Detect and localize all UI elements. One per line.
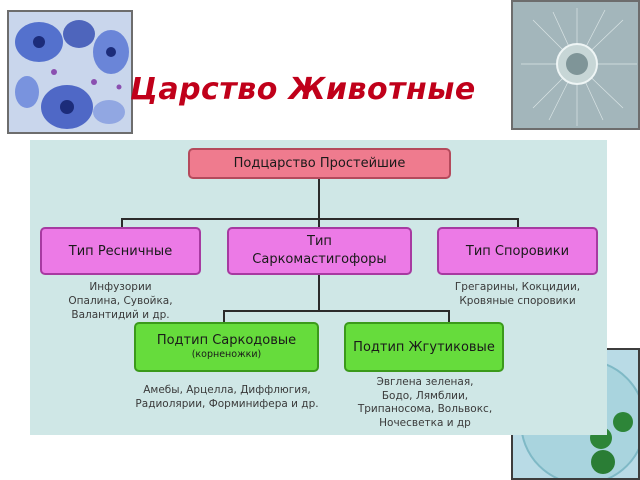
- type-ciliates-box: Тип Ресничные: [40, 227, 201, 275]
- type-sarcomastigophora-line2: Саркомастигофоры: [252, 252, 387, 267]
- connector-types-horizontal: [121, 218, 519, 220]
- ciliates-examples: Инфузории Опалина, Сувойка, Валантидий и…: [40, 280, 201, 322]
- connector-subtype1-drop: [223, 310, 225, 322]
- ciliates-example-line: Опалина, Сувойка,: [68, 295, 173, 307]
- connector-root-down: [318, 178, 320, 218]
- radiolarian-photo: [511, 0, 640, 130]
- subtype-sarcodina-label: Подтип Саркодовые: [156, 333, 297, 348]
- connector-subtypes-horizontal: [223, 310, 450, 312]
- connector-type2-down: [318, 275, 320, 310]
- stained-protozoa-image: [9, 12, 131, 132]
- subtype-flagellates-label: Подтип Жгутиковые: [353, 339, 495, 355]
- connector-type2-drop: [318, 218, 320, 228]
- type-sarcomastigophora-box: Тип Саркомастигофоры: [227, 227, 412, 275]
- stained-protozoa-photo: [7, 10, 133, 134]
- flagellates-example-line: Эвглена зеленая,: [376, 376, 474, 388]
- page-title: Царство Животные: [130, 72, 476, 107]
- type-sporozoa-label: Тип Споровики: [465, 243, 570, 259]
- connector-subtype2-drop: [448, 310, 450, 322]
- root-box: Подцарство Простейшие: [188, 148, 451, 179]
- sporozoa-examples: Грегарины, Кокцидии, Кровяные споровики: [437, 280, 598, 308]
- flagellates-example-line: Трипаносома, Вольвокс,: [357, 403, 493, 415]
- type-ciliates-label: Тип Ресничные: [68, 243, 173, 259]
- subtype-sarcodina-sublabel: (корненожки): [191, 349, 262, 360]
- type-sporozoa-box: Тип Споровики: [437, 227, 598, 275]
- type-sarcomastigophora-line1: Тип: [307, 234, 332, 249]
- sarcodina-example-line: Радиолярии, Форминифера и др.: [135, 398, 319, 410]
- sporozoa-example-line: Грегарины, Кокцидии,: [454, 281, 581, 293]
- root-label: Подцарство Простейшие: [233, 156, 406, 171]
- radiolarian-image: [513, 2, 638, 128]
- ciliates-example-line: Инфузории: [89, 281, 152, 293]
- ciliates-example-line: Валантидий и др.: [71, 309, 170, 321]
- sporozoa-example-line: Кровяные споровики: [459, 295, 576, 307]
- subtype-sarcodina-box: Подтип Саркодовые (корненожки): [134, 322, 319, 372]
- classification-diagram: Подцарство Простейшие Тип Ресничные Тип …: [30, 140, 607, 435]
- connector-type1-drop: [121, 218, 123, 228]
- sarcodina-example-line: Амебы, Арцелла, Диффлюгия,: [143, 384, 311, 396]
- subtype-flagellates-box: Подтип Жгутиковые: [344, 322, 504, 372]
- flagellates-example-line: Ночесветка и др: [379, 416, 471, 429]
- sarcodina-examples: Амебы, Арцелла, Диффлюгия, Радиолярии, Ф…: [122, 383, 332, 411]
- connector-type3-drop: [517, 218, 519, 228]
- flagellates-example-line: Бодо, Лямблии,: [381, 389, 469, 402]
- flagellates-examples: Эвглена зеленая, Бодо, Лямблии, Трипанос…: [350, 376, 500, 430]
